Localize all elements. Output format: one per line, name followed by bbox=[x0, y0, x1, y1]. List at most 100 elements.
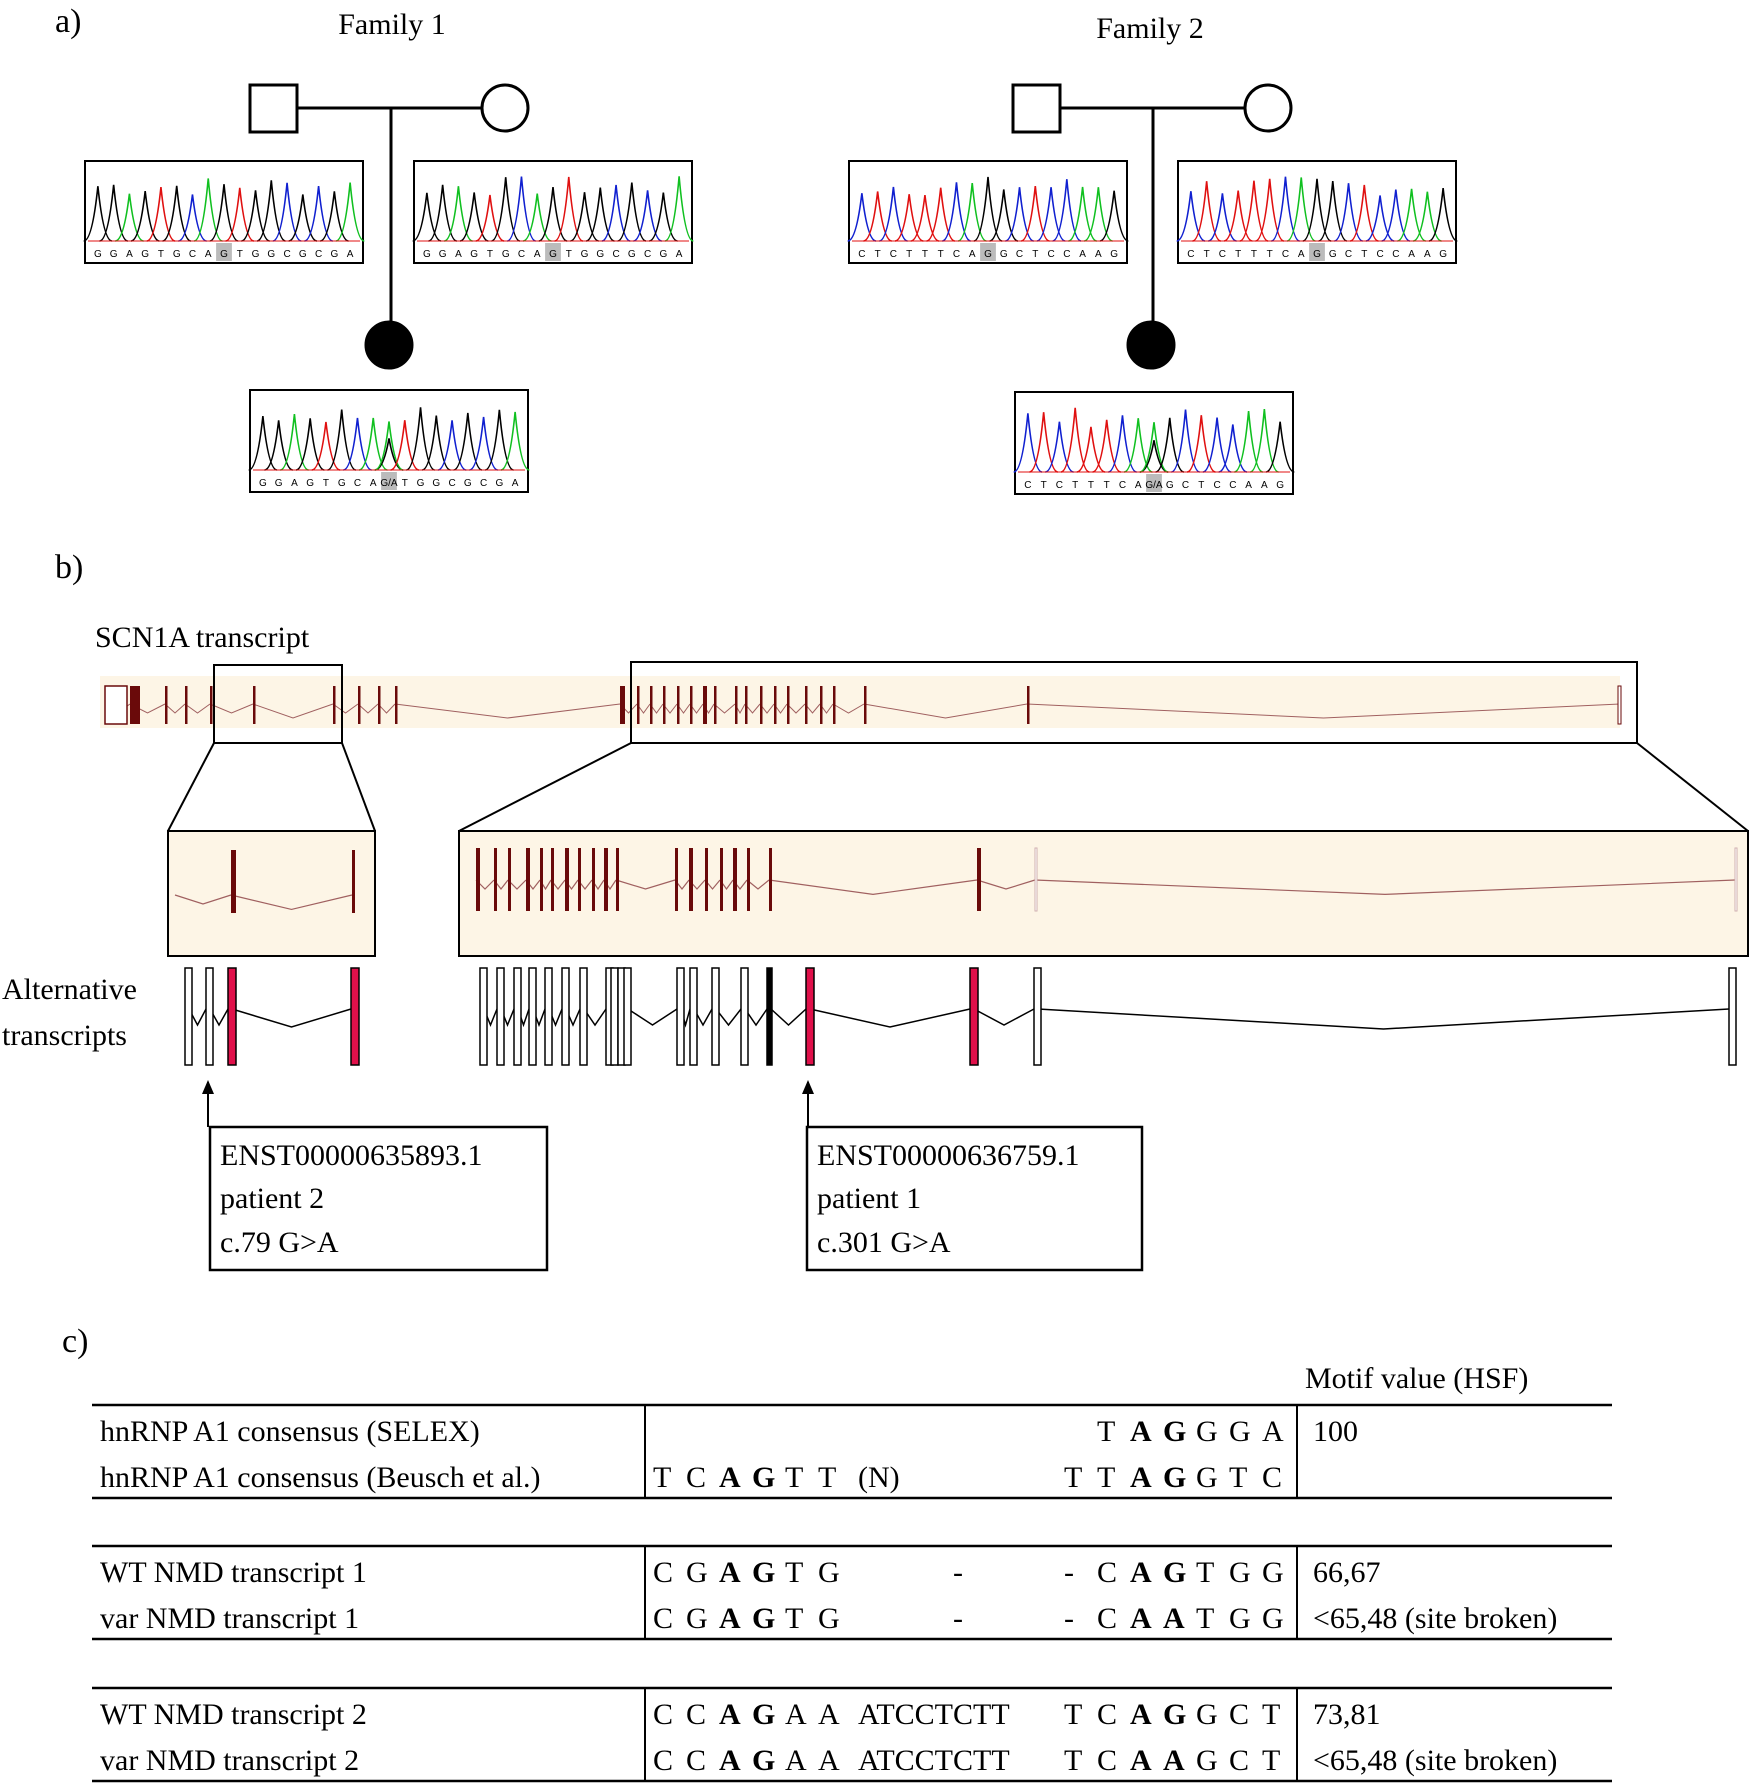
trace-peak bbox=[421, 415, 451, 471]
family-title: Family 2 bbox=[1096, 12, 1204, 45]
base-call: G bbox=[596, 249, 604, 260]
trace-peak bbox=[648, 192, 678, 242]
trace-peak bbox=[1013, 413, 1043, 473]
trace-peak bbox=[1397, 188, 1427, 242]
trace-peak bbox=[989, 189, 1019, 242]
trace-peak bbox=[942, 182, 971, 242]
trace-peak bbox=[335, 182, 365, 242]
mother-symbol bbox=[1243, 83, 1293, 133]
variant-exon bbox=[805, 967, 815, 1066]
trace-peak bbox=[1186, 415, 1216, 473]
exon bbox=[740, 967, 749, 1066]
trace-peak bbox=[146, 187, 176, 242]
base-call: T bbox=[922, 249, 928, 260]
sequence-base: A bbox=[1130, 1415, 1152, 1448]
trace-peak bbox=[585, 187, 615, 242]
exon bbox=[210, 686, 213, 724]
base-call: G bbox=[1329, 249, 1337, 260]
trace-peak bbox=[279, 413, 309, 471]
trace-peak bbox=[1234, 411, 1264, 473]
trace-peak bbox=[469, 416, 499, 471]
base-call: T bbox=[1198, 480, 1204, 491]
base-call: T bbox=[402, 478, 408, 489]
trace-peak bbox=[358, 417, 388, 471]
callout-patient: patient 1 bbox=[817, 1182, 921, 1215]
base-call: T bbox=[938, 249, 944, 260]
affected-child-symbol bbox=[364, 320, 414, 370]
zoom-region-1 bbox=[213, 664, 343, 744]
alternative-transcripts-track bbox=[184, 967, 1737, 1066]
trace-peak bbox=[319, 191, 349, 242]
exon bbox=[1728, 967, 1737, 1066]
exon bbox=[766, 967, 773, 1066]
base-call: A bbox=[1135, 480, 1142, 491]
base-call: C bbox=[890, 249, 897, 260]
base-call: C bbox=[1376, 249, 1383, 260]
pedigree-family-1: Family 1 bbox=[248, 8, 530, 370]
base-call: G bbox=[549, 249, 557, 260]
callout-variant: c.301 G>A bbox=[817, 1226, 951, 1259]
sequence-base: T bbox=[1262, 1744, 1280, 1777]
intron-line bbox=[1034, 879, 1736, 896]
intron-line bbox=[627, 1008, 678, 1026]
intron-line bbox=[231, 1008, 352, 1028]
trace-peak bbox=[1029, 412, 1059, 473]
exon bbox=[528, 967, 537, 1066]
utr-exon bbox=[1034, 847, 1038, 912]
exon bbox=[745, 686, 748, 724]
variant-exon bbox=[350, 967, 360, 1066]
exon bbox=[395, 686, 398, 724]
sequence-base: C bbox=[653, 1556, 673, 1589]
intron-line bbox=[713, 703, 736, 714]
base-call: G bbox=[984, 249, 992, 260]
base-call: G bbox=[1000, 249, 1008, 260]
trace-peak bbox=[1155, 417, 1185, 473]
sequence-gap: - bbox=[953, 1556, 963, 1589]
trace-peak bbox=[1318, 180, 1348, 242]
sequence-base: C bbox=[1097, 1602, 1117, 1635]
arrow-head-icon bbox=[802, 1080, 814, 1094]
trace-peak bbox=[664, 176, 694, 242]
exon bbox=[358, 686, 361, 724]
sequence-base: G bbox=[1229, 1602, 1251, 1635]
sequence-base: T bbox=[785, 1602, 803, 1635]
exon bbox=[774, 686, 777, 724]
base-call: T bbox=[237, 249, 243, 260]
base-call: A bbox=[1095, 249, 1102, 260]
utr-exon bbox=[1617, 685, 1622, 725]
base-call: C bbox=[283, 249, 290, 260]
exon bbox=[476, 848, 480, 911]
sequence-base: T bbox=[1097, 1461, 1115, 1494]
intron-line bbox=[615, 879, 676, 890]
base-call: G bbox=[1313, 249, 1321, 260]
callout-box bbox=[208, 1125, 549, 1272]
trace-peak bbox=[1239, 180, 1269, 242]
base-call: G bbox=[173, 249, 181, 260]
trace-peak bbox=[248, 416, 278, 471]
alt-transcripts-label-line1: Alternative bbox=[2, 973, 137, 1006]
sequence-gap: (N) bbox=[858, 1461, 900, 1494]
sequence-base: A bbox=[785, 1698, 807, 1731]
sequence-base: G bbox=[818, 1602, 840, 1635]
base-call: A bbox=[1424, 249, 1431, 260]
trace-peak bbox=[554, 176, 584, 242]
callout-box bbox=[805, 1125, 1144, 1272]
sequence-base: G bbox=[1163, 1461, 1186, 1494]
trace-peak bbox=[1005, 187, 1035, 242]
transcript-title: SCN1A transcript bbox=[95, 621, 310, 654]
trace-peak bbox=[1052, 179, 1082, 242]
intron-line bbox=[786, 703, 806, 714]
sequence-base: G bbox=[818, 1556, 840, 1589]
base-call: C bbox=[612, 249, 619, 260]
table-row: var NMD transcript 1<65,48 (site broken)… bbox=[100, 1602, 1557, 1635]
trace-peak bbox=[1249, 409, 1279, 473]
sequence-base: C bbox=[1262, 1461, 1282, 1494]
trace-peak bbox=[500, 411, 530, 471]
row-motif-value: 73,81 bbox=[1313, 1698, 1381, 1731]
base-call: A bbox=[512, 478, 519, 489]
trace-peak bbox=[1270, 176, 1300, 242]
base-call: G bbox=[628, 249, 636, 260]
